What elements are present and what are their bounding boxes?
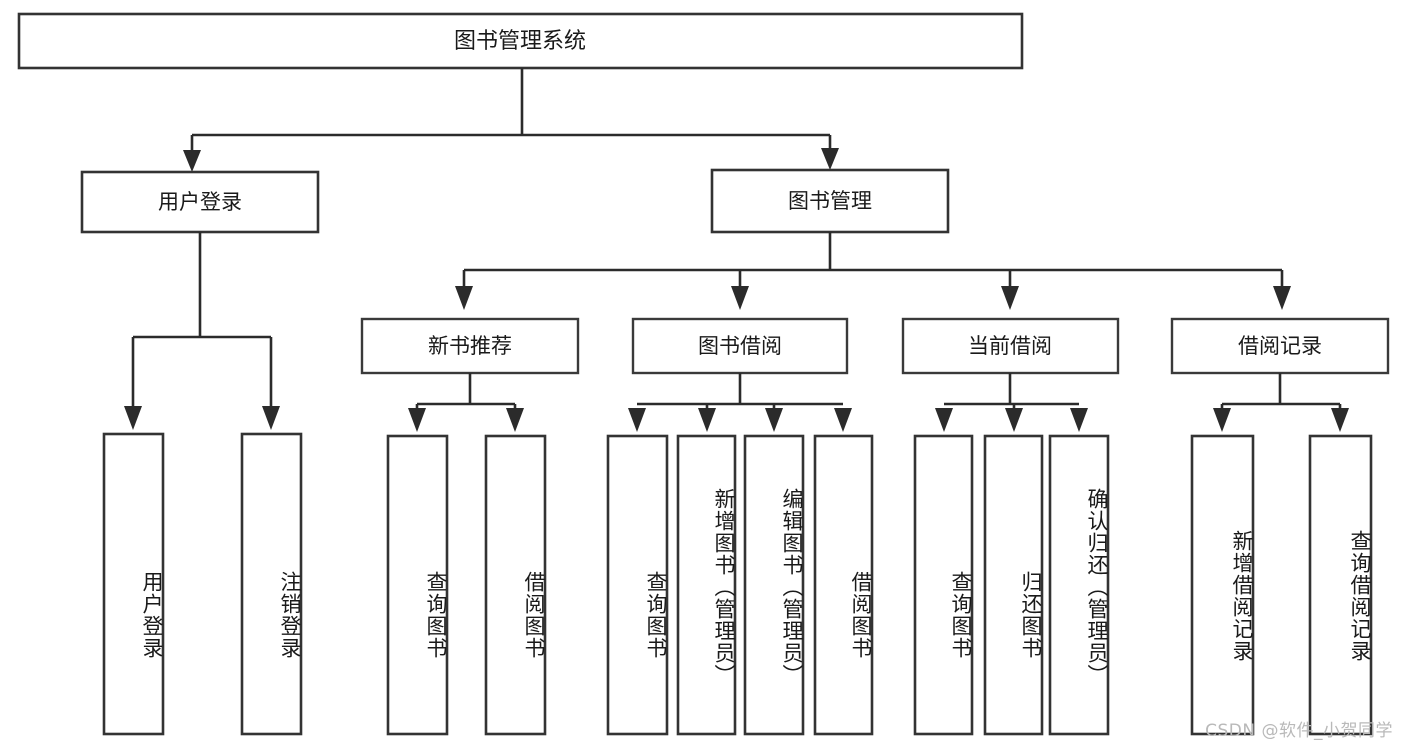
arrowhead-to-new-book: [455, 286, 473, 310]
leaf-box-currentborrow-3[interactable]: [1048, 434, 1110, 736]
arrowhead-bookborrow-leaf-3: [765, 408, 783, 432]
csdn-watermark: CSDN @软件_小贺同学: [1205, 721, 1393, 741]
node-book-management[interactable]: 图书管理: [710, 168, 950, 234]
node-borrow-record[interactable]: 借阅记录: [1170, 317, 1390, 375]
arrowhead-newbook-leaf-2: [506, 408, 524, 432]
arrowhead-to-borrow-record: [1273, 286, 1291, 310]
leaf-box-borrowrecord-2[interactable]: [1308, 434, 1373, 736]
book-management-box-rect: [710, 168, 950, 234]
leaf-box-currentborrow-2[interactable]: [983, 434, 1044, 736]
book-management-label: 图书管理: [788, 189, 872, 213]
node-new-book-recommend[interactable]: 新书推荐: [360, 317, 580, 375]
arrowhead-to-book-borrow: [731, 286, 749, 310]
book-borrow-box-rect: [631, 317, 849, 375]
leaf-box-currentborrow-1[interactable]: [913, 434, 974, 736]
node-current-borrow[interactable]: 当前借阅: [901, 317, 1120, 375]
arrowhead-bookborrow-leaf-1: [628, 408, 646, 432]
new-book-label: 新书推荐: [428, 334, 512, 358]
leaf-box-newbook-1[interactable]: [386, 434, 449, 736]
arrowhead-bookborrow-leaf-4: [834, 408, 852, 432]
new-book-box-rect: [360, 317, 580, 375]
leaf-box-bookborrow-4[interactable]: [813, 434, 874, 736]
root-box-rect: [17, 12, 1024, 70]
borrow-record-box-rect: [1170, 317, 1390, 375]
node-book-borrow[interactable]: 图书借阅: [631, 317, 849, 375]
leaf-box-bookborrow-3[interactable]: [743, 434, 805, 736]
arrowhead-newbook-leaf-1: [408, 408, 426, 432]
arrowhead-currentborrow-leaf-3: [1070, 408, 1088, 432]
arrowhead-currentborrow-leaf-2: [1005, 408, 1023, 432]
arrowhead-user-login-leaf-2: [262, 406, 280, 430]
leaf-box-borrowrecord-1[interactable]: [1190, 434, 1255, 736]
node-user-login[interactable]: 用户登录: [80, 170, 320, 234]
root-label: 图书管理系统: [454, 29, 586, 54]
leaf-box-user-login-1[interactable]: [102, 432, 165, 736]
arrowhead-to-book-management: [821, 148, 839, 170]
book-borrow-label: 图书借阅: [698, 334, 782, 358]
arrowhead-borrowrecord-leaf-2: [1331, 408, 1349, 432]
node-root[interactable]: 图书管理系统: [17, 12, 1024, 70]
borrow-record-label: 借阅记录: [1238, 334, 1322, 358]
arrowhead-to-current-borrow: [1001, 286, 1019, 310]
leaf-box-newbook-2[interactable]: [484, 434, 547, 736]
user-login-label: 用户登录: [158, 190, 242, 214]
arrowhead-borrowrecord-leaf-1: [1213, 408, 1231, 432]
arrowhead-to-user-login: [183, 150, 201, 172]
leaf-box-bookborrow-2[interactable]: [676, 434, 737, 736]
current-borrow-box-rect: [901, 317, 1120, 375]
leaf-box-bookborrow-1[interactable]: [606, 434, 669, 736]
arrowhead-user-login-leaf-1: [124, 406, 142, 430]
leaf-box-user-login-2[interactable]: [240, 432, 303, 736]
arrowhead-currentborrow-leaf-1: [935, 408, 953, 432]
current-borrow-label: 当前借阅: [968, 334, 1052, 358]
arrowhead-bookborrow-leaf-2: [698, 408, 716, 432]
